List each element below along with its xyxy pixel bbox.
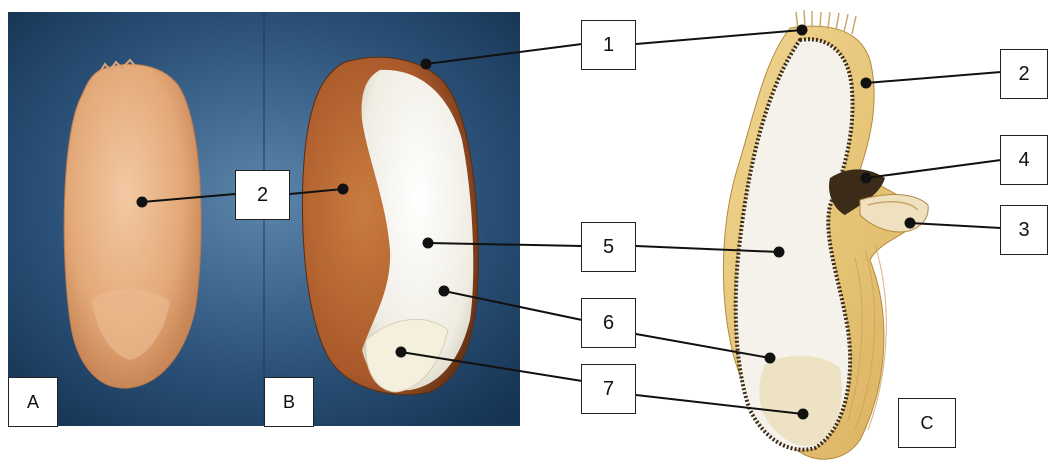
panel-label-c: C [898,398,956,448]
panel-label-b: B [264,377,314,427]
callout-2-drawing: 2 [1000,49,1048,99]
callout-2-photo: 2 [235,170,290,220]
callout-5: 5 [581,222,636,272]
grain-c-section [723,10,928,459]
panel-label-a: A [8,377,58,427]
callout-1: 1 [581,20,636,70]
callout-7: 7 [581,364,636,414]
callout-3: 3 [1000,205,1048,255]
callout-4: 4 [1000,135,1048,185]
grain-a [64,60,201,388]
grain-b [302,57,478,394]
callout-6: 6 [581,298,636,348]
